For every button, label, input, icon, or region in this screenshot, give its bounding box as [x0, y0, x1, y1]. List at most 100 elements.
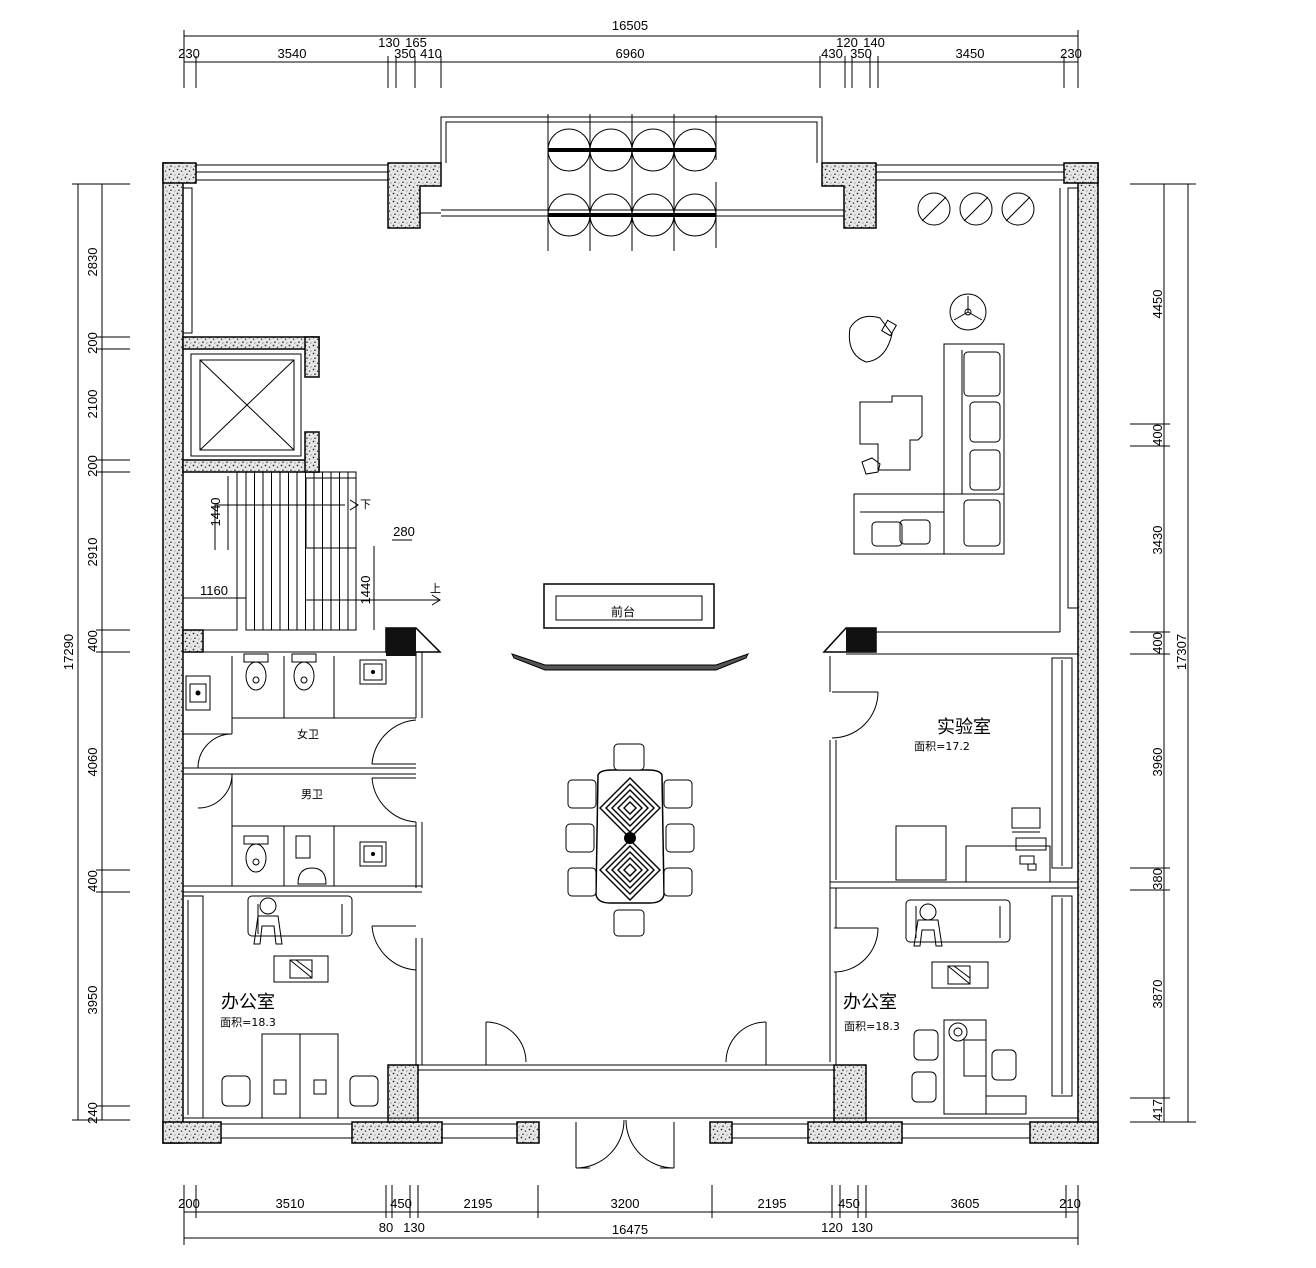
dim-right: 3960	[1150, 748, 1165, 777]
dim-bottom-lower: 120	[821, 1220, 843, 1235]
room-label-women-wc: 女卫	[297, 727, 319, 741]
dim-top: 230	[178, 46, 200, 61]
dim-bottom: 3605	[951, 1196, 980, 1211]
dim-right: 400	[1150, 632, 1165, 654]
table-inlay	[623, 863, 637, 877]
chair	[565, 823, 595, 853]
conference-table	[565, 743, 695, 937]
dim-top: 6960	[616, 46, 645, 61]
room-area-office-left: 面积=18.3	[220, 1016, 276, 1029]
table-inlay	[617, 857, 643, 883]
toilet-drain	[252, 676, 260, 684]
toilet-fixtures	[185, 653, 387, 885]
room-area-office-right: 面积=18.3	[844, 1020, 900, 1033]
lab-furniture	[895, 807, 1051, 883]
dim-left-total: 17290	[61, 634, 76, 670]
dim-left: 240	[85, 1102, 100, 1124]
toilet-drain	[252, 858, 260, 866]
dim-left: 200	[85, 455, 100, 477]
dim-left: 400	[85, 870, 100, 892]
chair	[665, 823, 695, 853]
dim-bottom-lower: 130	[403, 1220, 425, 1235]
reception-desk	[511, 583, 749, 671]
dim-left: 2910	[85, 538, 100, 567]
room-label-lab: 实验室	[937, 717, 991, 738]
stair-dim: 280	[393, 524, 415, 539]
dim-top: 120	[836, 35, 858, 50]
toilet-tank	[291, 653, 317, 663]
room-label-reception: 前台	[611, 604, 635, 619]
dim-top: 3540	[278, 46, 307, 61]
dim-right-total: 17307	[1174, 634, 1189, 670]
dim-top: 410	[420, 46, 442, 61]
dim-bottom: 210	[1059, 1196, 1081, 1211]
lounge-furniture	[848, 192, 1035, 555]
elevator	[190, 353, 302, 457]
dim-top: 130	[378, 35, 400, 50]
office-left-furniture	[221, 895, 379, 1119]
dim-top: 140	[863, 35, 885, 50]
dim-top: 430	[821, 46, 843, 61]
toilet-tank	[243, 835, 269, 845]
dim-top: 350	[394, 46, 416, 61]
table-inlay	[599, 839, 661, 901]
chair	[663, 867, 693, 897]
table-inlay	[617, 795, 643, 821]
column	[385, 627, 877, 656]
dim-left: 3950	[85, 986, 100, 1015]
dim-left: 4060	[85, 748, 100, 777]
dim-bottom: 3510	[276, 1196, 305, 1211]
dim-top: 230	[1060, 46, 1082, 61]
stair-dim: 1440	[208, 498, 223, 527]
chair	[567, 779, 597, 809]
room-label-office-right: 办公室	[843, 992, 897, 1013]
toilet-bowl	[245, 661, 267, 691]
dim-top: 350	[850, 46, 872, 61]
table-center	[624, 832, 636, 844]
office-right-furniture	[905, 899, 1027, 1115]
dim-left: 400	[85, 630, 100, 652]
room-label-men-wc: 男卫	[301, 788, 323, 801]
dim-bottom: 200	[178, 1196, 200, 1211]
dim-top: 165	[405, 35, 427, 50]
dim-bottom: 450	[390, 1196, 412, 1211]
dim-right: 4450	[1150, 290, 1165, 319]
dim-right: 417	[1150, 1099, 1165, 1121]
chair	[613, 909, 645, 937]
dim-top-total: 16505	[612, 18, 648, 33]
dimension-lines: 16505 230 3540 130 165 350 410 6960 430 …	[61, 18, 1196, 1245]
toilet-tank	[243, 653, 269, 663]
dim-bottom: 3200	[611, 1196, 640, 1211]
dim-left: 200	[85, 332, 100, 354]
staircase	[182, 471, 441, 631]
dim-right: 3430	[1150, 526, 1165, 555]
stair-up-label: 上	[430, 582, 441, 595]
chair	[567, 867, 597, 897]
urinal	[297, 867, 327, 885]
toilet-bowl	[293, 661, 315, 691]
toilet-bowl	[245, 843, 267, 873]
stair-dim: 1160	[200, 583, 228, 598]
room-area-lab: 面积=17.2	[914, 740, 970, 753]
walls	[162, 162, 1099, 1144]
partition-box	[295, 835, 311, 859]
table-inlay	[611, 789, 649, 827]
toilet-drain	[300, 676, 308, 684]
dim-bottom-lower: 80	[379, 1220, 393, 1235]
table-inlay	[623, 801, 637, 815]
dim-left: 2830	[85, 248, 100, 277]
chair	[613, 743, 645, 771]
entry-doors-top	[547, 114, 717, 251]
dim-bottom: 2195	[758, 1196, 787, 1211]
dim-right: 3870	[1150, 980, 1165, 1009]
dim-left: 2100	[85, 390, 100, 419]
dim-bottom-lower: 130	[851, 1220, 873, 1235]
dim-right: 400	[1150, 424, 1165, 446]
room-label-office-left: 办公室	[221, 992, 275, 1013]
dim-bottom: 2195	[464, 1196, 493, 1211]
stair-down-label: 下	[360, 498, 371, 511]
table-inlay	[611, 851, 649, 889]
stair-dim: 1440	[358, 576, 373, 605]
table-inlay	[605, 845, 655, 895]
